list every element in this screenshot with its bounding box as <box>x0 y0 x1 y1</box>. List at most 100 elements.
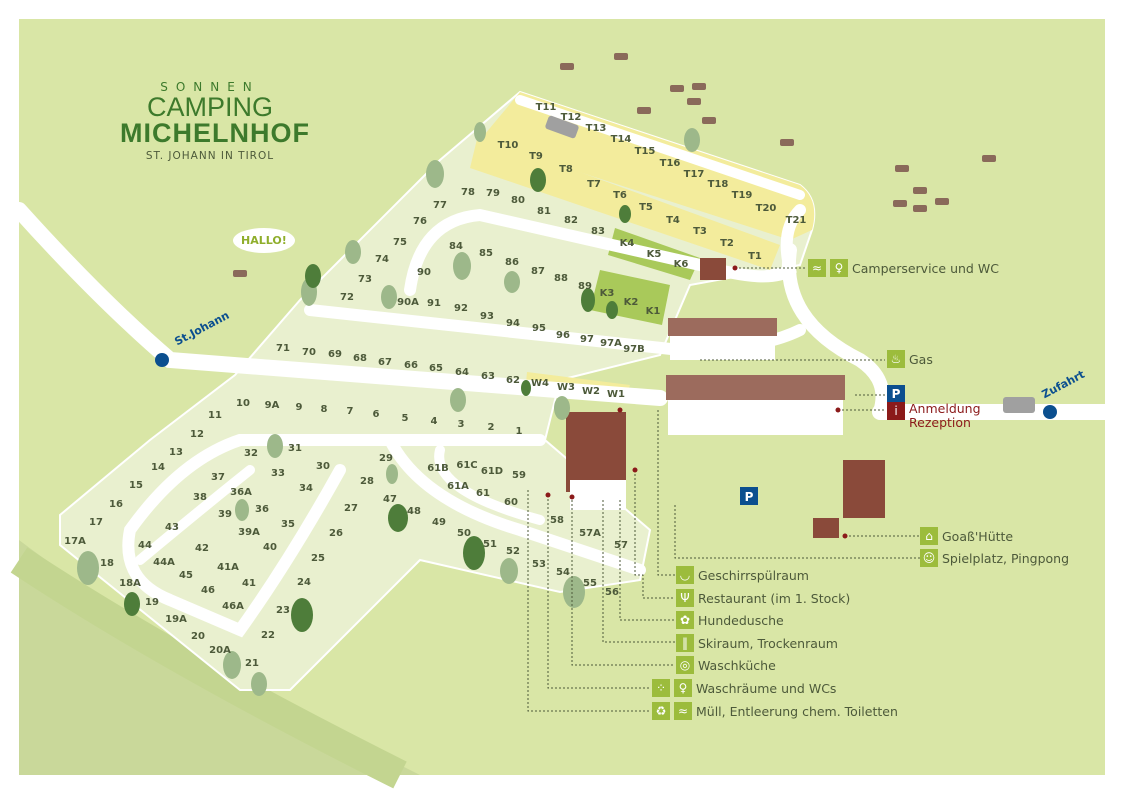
pitch-t5[interactable]: T5 <box>639 202 653 213</box>
pitch-t20[interactable]: T20 <box>756 203 777 214</box>
pitch-83[interactable]: 83 <box>591 226 605 237</box>
pitch-w1[interactable]: W1 <box>607 389 625 400</box>
pitch-8[interactable]: 8 <box>321 404 328 415</box>
pitch-w4[interactable]: W4 <box>531 378 549 389</box>
pitch-38[interactable]: 38 <box>193 492 207 503</box>
pitch-t14[interactable]: T14 <box>611 134 632 145</box>
pitch-53[interactable]: 53 <box>532 559 546 570</box>
pitch-w2[interactable]: W2 <box>582 386 600 397</box>
pitch-49[interactable]: 49 <box>432 517 446 528</box>
pitch-18[interactable]: 18 <box>100 558 114 569</box>
pitch-94[interactable]: 94 <box>506 318 520 329</box>
pitch-46[interactable]: 46 <box>201 585 215 596</box>
pitch-37[interactable]: 37 <box>211 472 225 483</box>
legend-skiraum[interactable]: ‖Skiraum, Trockenraum <box>676 634 838 652</box>
pitch-31[interactable]: 31 <box>288 443 302 454</box>
pitch-66[interactable]: 66 <box>404 360 418 371</box>
pitch-k6[interactable]: K6 <box>674 259 689 270</box>
pitch-t10[interactable]: T10 <box>498 140 519 151</box>
pitch-43[interactable]: 43 <box>165 522 179 533</box>
pitch-50[interactable]: 50 <box>457 528 471 539</box>
pitch-k1[interactable]: K1 <box>646 306 661 317</box>
pitch-78[interactable]: 78 <box>461 187 475 198</box>
pitch-t17[interactable]: T17 <box>684 169 705 180</box>
pitch-45[interactable]: 45 <box>179 570 193 581</box>
pitch-63[interactable]: 63 <box>481 371 495 382</box>
pitch-59[interactable]: 59 <box>512 470 526 481</box>
pitch-19[interactable]: 19 <box>145 597 159 608</box>
pitch-9[interactable]: 9 <box>296 402 303 413</box>
pitch-29[interactable]: 29 <box>379 453 393 464</box>
pitch-16[interactable]: 16 <box>109 499 123 510</box>
pitch-74[interactable]: 74 <box>375 254 389 265</box>
pitch-18a[interactable]: 18A <box>119 578 141 589</box>
pitch-36[interactable]: 36 <box>255 504 269 515</box>
pitch-61a[interactable]: 61A <box>447 481 469 492</box>
pitch-51[interactable]: 51 <box>483 539 497 550</box>
pitch-k2[interactable]: K2 <box>624 297 639 308</box>
pitch-27[interactable]: 27 <box>344 503 358 514</box>
pitch-41a[interactable]: 41A <box>217 562 239 573</box>
pitch-92[interactable]: 92 <box>454 303 468 314</box>
pitch-91[interactable]: 91 <box>427 298 441 309</box>
pitch-2[interactable]: 2 <box>488 422 495 433</box>
pitch-79[interactable]: 79 <box>486 188 500 199</box>
pitch-68[interactable]: 68 <box>353 353 367 364</box>
pitch-24[interactable]: 24 <box>297 577 311 588</box>
pitch-t8[interactable]: T8 <box>559 164 573 175</box>
pitch-48[interactable]: 48 <box>407 506 421 517</box>
pitch-17[interactable]: 17 <box>89 517 103 528</box>
pitch-1[interactable]: 1 <box>516 426 523 437</box>
legend-hundedusche[interactable]: ✿Hundedusche <box>676 611 784 629</box>
pitch-t16[interactable]: T16 <box>660 158 681 169</box>
pitch-6[interactable]: 6 <box>373 409 380 420</box>
pitch-26[interactable]: 26 <box>329 528 343 539</box>
pitch-k3[interactable]: K3 <box>600 288 615 299</box>
pitch-10[interactable]: 10 <box>236 398 250 409</box>
legend-camperservice[interactable]: ≈♀Camperservice und WC <box>808 259 999 277</box>
pitch-22[interactable]: 22 <box>261 630 275 641</box>
pitch-61[interactable]: 61 <box>476 488 490 499</box>
pitch-87[interactable]: 87 <box>531 266 545 277</box>
pitch-17a[interactable]: 17A <box>64 536 86 547</box>
pitch-14[interactable]: 14 <box>151 462 165 473</box>
legend-spielplatz[interactable]: ☺Spielplatz, Pingpong <box>920 549 1069 567</box>
legend-muell[interactable]: ♻≈Müll, Entleerung chem. Toiletten <box>652 702 898 720</box>
pitch-20[interactable]: 20 <box>191 631 205 642</box>
pitch-32[interactable]: 32 <box>244 448 258 459</box>
pitch-71[interactable]: 71 <box>276 343 290 354</box>
pitch-w3[interactable]: W3 <box>557 382 575 393</box>
legend-waschkueche[interactable]: ◎Waschküche <box>676 656 776 674</box>
pitch-76[interactable]: 76 <box>413 216 427 227</box>
pitch-80[interactable]: 80 <box>511 195 525 206</box>
pitch-t21[interactable]: T21 <box>786 215 807 226</box>
pitch-t4[interactable]: T4 <box>666 215 680 226</box>
pitch-t9[interactable]: T9 <box>529 151 543 162</box>
pitch-90[interactable]: 90 <box>417 267 431 278</box>
pitch-90a[interactable]: 90A <box>397 297 419 308</box>
pitch-30[interactable]: 30 <box>316 461 330 472</box>
pitch-15[interactable]: 15 <box>129 480 143 491</box>
pitch-t1[interactable]: T1 <box>748 251 762 262</box>
pitch-61b[interactable]: 61B <box>427 463 449 474</box>
pitch-47[interactable]: 47 <box>383 494 397 505</box>
pitch-58[interactable]: 58 <box>550 515 564 526</box>
pitch-9a[interactable]: 9A <box>265 400 280 411</box>
pitch-7[interactable]: 7 <box>347 406 354 417</box>
pitch-t11[interactable]: T11 <box>536 102 557 113</box>
pitch-34[interactable]: 34 <box>299 483 313 494</box>
pitch-42[interactable]: 42 <box>195 543 209 554</box>
pitch-5[interactable]: 5 <box>402 413 409 424</box>
pitch-61c[interactable]: 61C <box>456 460 477 471</box>
pitch-86[interactable]: 86 <box>505 257 519 268</box>
pitch-84[interactable]: 84 <box>449 241 463 252</box>
pitch-61d[interactable]: 61D <box>481 466 503 477</box>
pitch-19a[interactable]: 19A <box>165 614 187 625</box>
pitch-12[interactable]: 12 <box>190 429 204 440</box>
pitch-k5[interactable]: K5 <box>647 249 662 260</box>
pitch-11[interactable]: 11 <box>208 410 222 421</box>
pitch-t2[interactable]: T2 <box>720 238 734 249</box>
pitch-20a[interactable]: 20A <box>209 645 231 656</box>
pitch-t18[interactable]: T18 <box>708 179 729 190</box>
